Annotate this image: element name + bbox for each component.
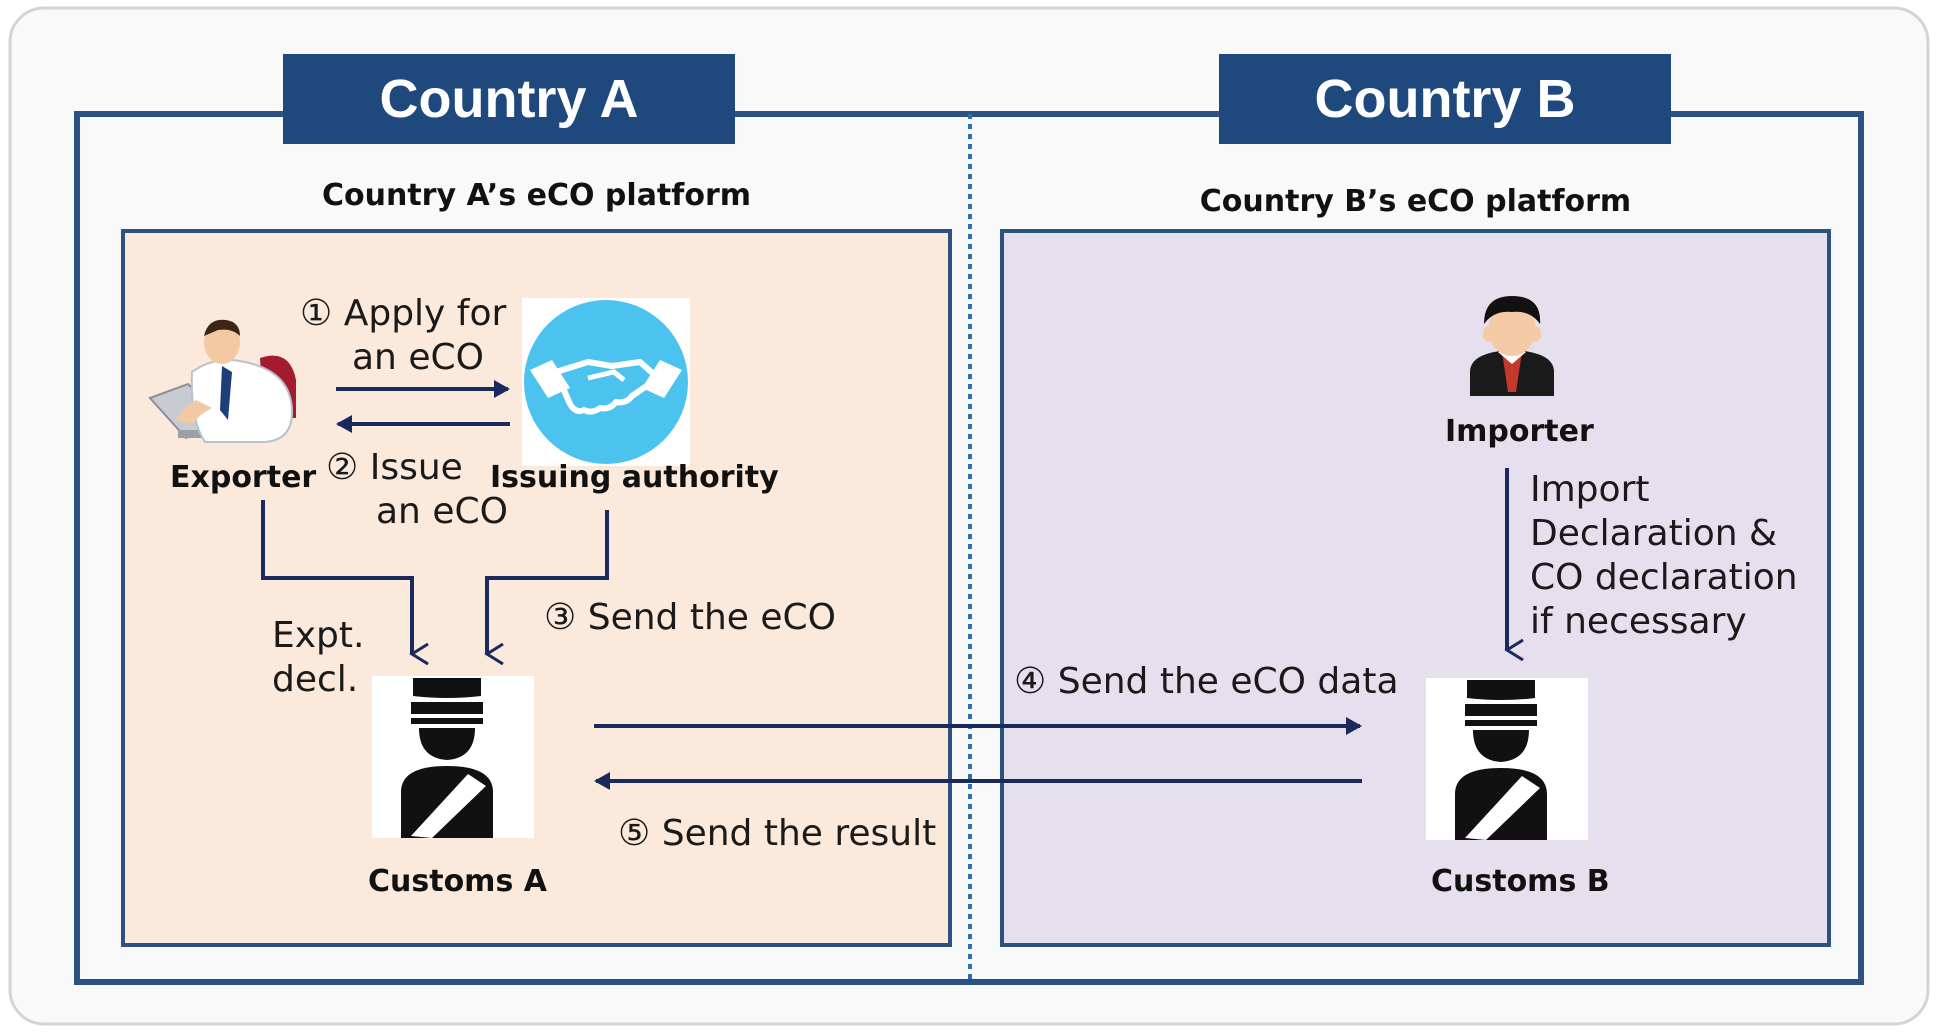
- country-b-platform-panel: [1000, 229, 1831, 947]
- importer-label: Importer: [1445, 414, 1594, 449]
- country-a-tag: [283, 54, 735, 144]
- customs-b-label: Customs B: [1431, 864, 1610, 899]
- exporter-label: Exporter: [170, 460, 317, 495]
- handshake-icon: [522, 298, 690, 466]
- customs-officer-icon: [372, 676, 534, 838]
- exporter-person-icon: [148, 319, 296, 443]
- country-b-tag: [1219, 54, 1671, 144]
- country-b-title: Country B: [1314, 69, 1576, 129]
- export-declaration-arrow: [261, 500, 412, 654]
- customs-officer-icon: [1426, 678, 1588, 840]
- import-declaration-note: Import Declaration & CO declaration if n…: [1530, 469, 1798, 642]
- issuing-authority-label: Issuing authority: [490, 460, 779, 495]
- customs-a-label: Customs A: [368, 864, 547, 899]
- country-a-platform-title: Country A’s eCO platform: [321, 178, 751, 213]
- importer-person-icon: [1470, 296, 1554, 396]
- step-2-label: ② Issue: [326, 447, 463, 488]
- country-a-title: Country A: [379, 69, 639, 129]
- step-1-label-cont: an eCO: [352, 337, 484, 378]
- send-eco-arrow: [487, 510, 609, 654]
- step-5-label: ⑤ Send the result: [618, 813, 937, 854]
- step-2-label-cont: an eCO: [376, 491, 508, 532]
- export-declaration-note: Expt. decl.: [272, 615, 365, 700]
- step-4-label: ④ Send the eCO data: [1014, 661, 1399, 702]
- step-1-label: ① Apply for: [300, 293, 507, 334]
- country-b-platform-title: Country B’s eCO platform: [1199, 184, 1632, 219]
- step-3-label: ③ Send the eCO: [544, 597, 836, 638]
